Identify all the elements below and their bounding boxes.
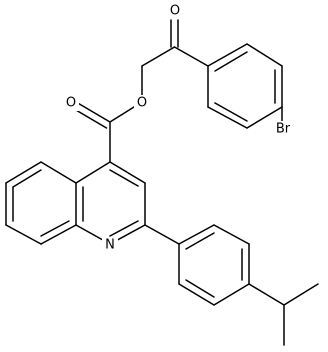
bond-q-c4-c3	[109, 161, 146, 184]
bond-qb-2	[5, 161, 42, 184]
bond-ip-inner-1	[185, 232, 215, 250]
bromine-mask	[273, 121, 293, 137]
atom-labels: O O O N Br	[63, 3, 293, 253]
ring-nitrogen-mask	[102, 237, 118, 253]
bond-qb-4	[5, 224, 42, 245]
bond-c2-aryl	[144, 224, 180, 245]
bond-qb-inner-3	[40, 220, 70, 237]
bond-ip-inner-3	[185, 279, 215, 298]
bond-bp-inner-1	[214, 51, 248, 72]
ester-oxygen-label: O	[137, 96, 147, 111]
bond-qb-5	[40, 224, 77, 245]
bromine-label: Br	[276, 122, 291, 137]
bond-ester-double-b	[71, 107, 108, 129]
bond-ip-4	[213, 283, 250, 306]
bond-bp-5	[207, 106, 248, 129]
bond-q-c4a-c4	[75, 161, 111, 184]
bond-ester-double-a	[75, 101, 111, 123]
ketone-oxygen-mask	[167, 3, 182, 19]
carbonyl-oxygen-mask	[63, 95, 79, 111]
bond-ip-ch	[248, 283, 285, 306]
bond-bp-4	[246, 106, 283, 129]
bond-ketone-ch2	[141, 46, 176, 67]
ketone-oxygen-label: O	[170, 4, 180, 19]
bond-ip-me1	[283, 283, 319, 306]
bond-ip-1	[178, 224, 215, 245]
bond-q-inner-1	[109, 169, 139, 187]
bond-ketone-aryl	[173, 46, 209, 67]
bond-bp-2	[246, 43, 283, 67]
bond-qb-1	[40, 161, 77, 184]
bond-ip-2	[213, 224, 250, 245]
carbonyl-oxygen-label: O	[66, 96, 76, 111]
bonds	[5, 19, 319, 346]
bond-ip-5	[178, 283, 215, 306]
bond-bp-1	[207, 43, 248, 67]
ester-oxygen-mask	[134, 95, 150, 111]
ring-nitrogen-label: N	[105, 238, 115, 253]
bond-q-inner-2	[109, 220, 139, 237]
bond-qb-inner-1	[12, 169, 42, 188]
bond-bp-inner-3	[214, 102, 248, 122]
